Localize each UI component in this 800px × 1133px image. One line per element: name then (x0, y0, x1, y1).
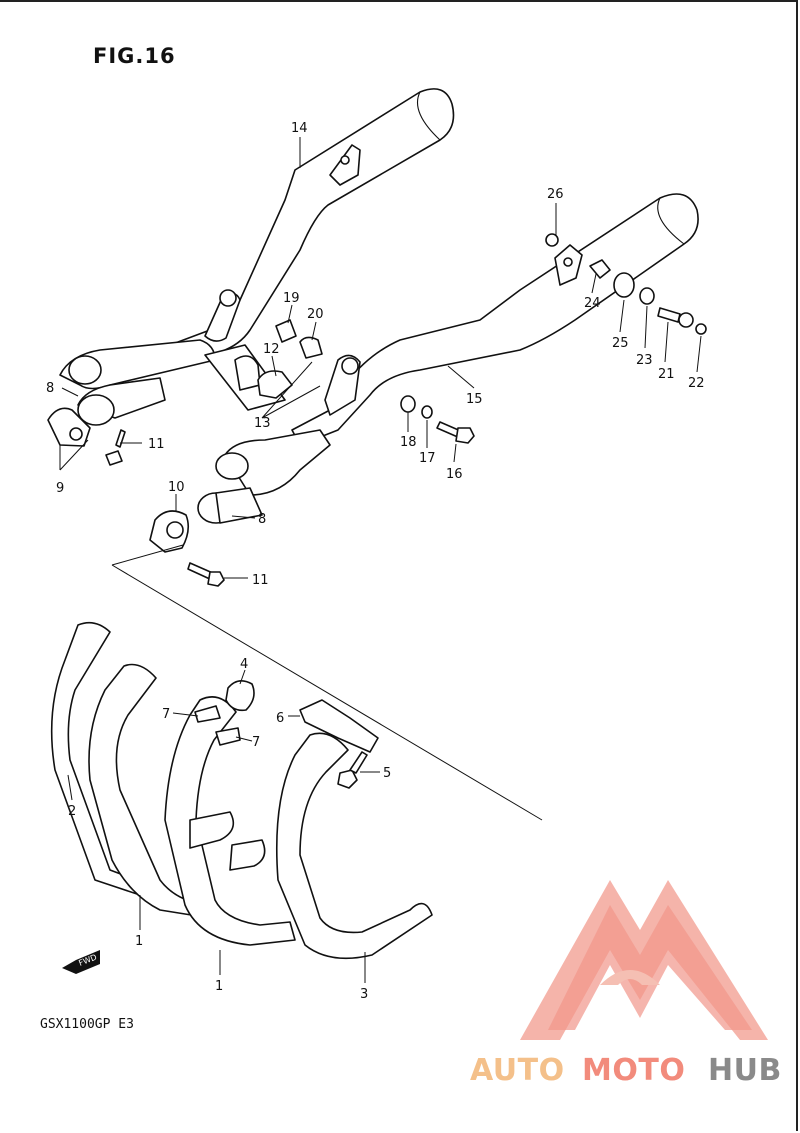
callout-25: 25 (612, 336, 629, 351)
fwd-arrow-icon (62, 950, 100, 974)
callout-9: 9 (56, 481, 64, 496)
watermark-part3: HUB (708, 1053, 782, 1088)
callout-10: 10 (168, 480, 185, 495)
callout-13: 13 (254, 416, 271, 431)
watermark-logo (520, 880, 768, 1040)
header-pipes (50, 621, 433, 960)
callout-23: 23 (636, 353, 653, 368)
washers-17-18 (400, 395, 433, 419)
callout-2: 2 (68, 804, 76, 819)
callout-21: 21 (658, 367, 675, 382)
callout-20: 20 (307, 307, 324, 322)
callout-24: 24 (584, 296, 601, 311)
model-code: GSX1100GP E3 (40, 1017, 134, 1032)
callout-8-lower: 8 (258, 512, 266, 527)
callout-17: 17 (419, 451, 436, 466)
callout-1-center: 1 (215, 979, 223, 994)
bolt-5 (337, 751, 368, 789)
callout-1-left: 1 (135, 934, 143, 949)
callout-7-left: 7 (162, 707, 170, 722)
callout-8-upper: 8 (46, 381, 54, 396)
callout-labels: 14 26 19 20 12 8 11 9 13 24 25 23 21 22 … (46, 121, 705, 1002)
callout-6: 6 (276, 711, 284, 726)
callout-26: 26 (547, 187, 564, 202)
callout-11-lower: 11 (252, 573, 269, 588)
bolt-11b (187, 562, 225, 587)
flange-6 (299, 699, 379, 753)
parts-19-20 (275, 319, 323, 359)
callout-7-right: 7 (252, 735, 260, 750)
muffler-15 (291, 193, 699, 446)
callout-14: 14 (291, 121, 308, 136)
figure-title: FIG.16 (93, 44, 176, 68)
parts-21-26 (545, 233, 707, 335)
clamp-12 (257, 370, 293, 399)
muffler-14 (129, 88, 455, 373)
bolt-11a (105, 429, 126, 466)
watermark-part2: MOTO (582, 1053, 685, 1088)
callout-11-upper: 11 (148, 437, 165, 452)
clamp-10 (149, 510, 190, 553)
clamp-9 (47, 407, 91, 447)
callout-12: 12 (263, 342, 280, 357)
clamps-7 (194, 705, 241, 746)
leader-lines (59, 137, 702, 983)
bolt-16 (436, 421, 475, 444)
connector-pipes (59, 339, 331, 524)
watermark-part1: AUTO (470, 1053, 565, 1088)
callout-22: 22 (688, 376, 705, 391)
callout-15: 15 (466, 392, 483, 407)
callout-4: 4 (240, 657, 248, 672)
callout-5: 5 (383, 766, 391, 781)
gasket-4 (225, 680, 255, 712)
callout-3: 3 (360, 987, 368, 1002)
watermark-text: AUTO MOTO HUB (470, 1053, 782, 1088)
callout-19: 19 (283, 291, 300, 306)
callout-16: 16 (446, 467, 463, 482)
callout-18: 18 (400, 435, 417, 450)
reference-line (111, 544, 543, 821)
